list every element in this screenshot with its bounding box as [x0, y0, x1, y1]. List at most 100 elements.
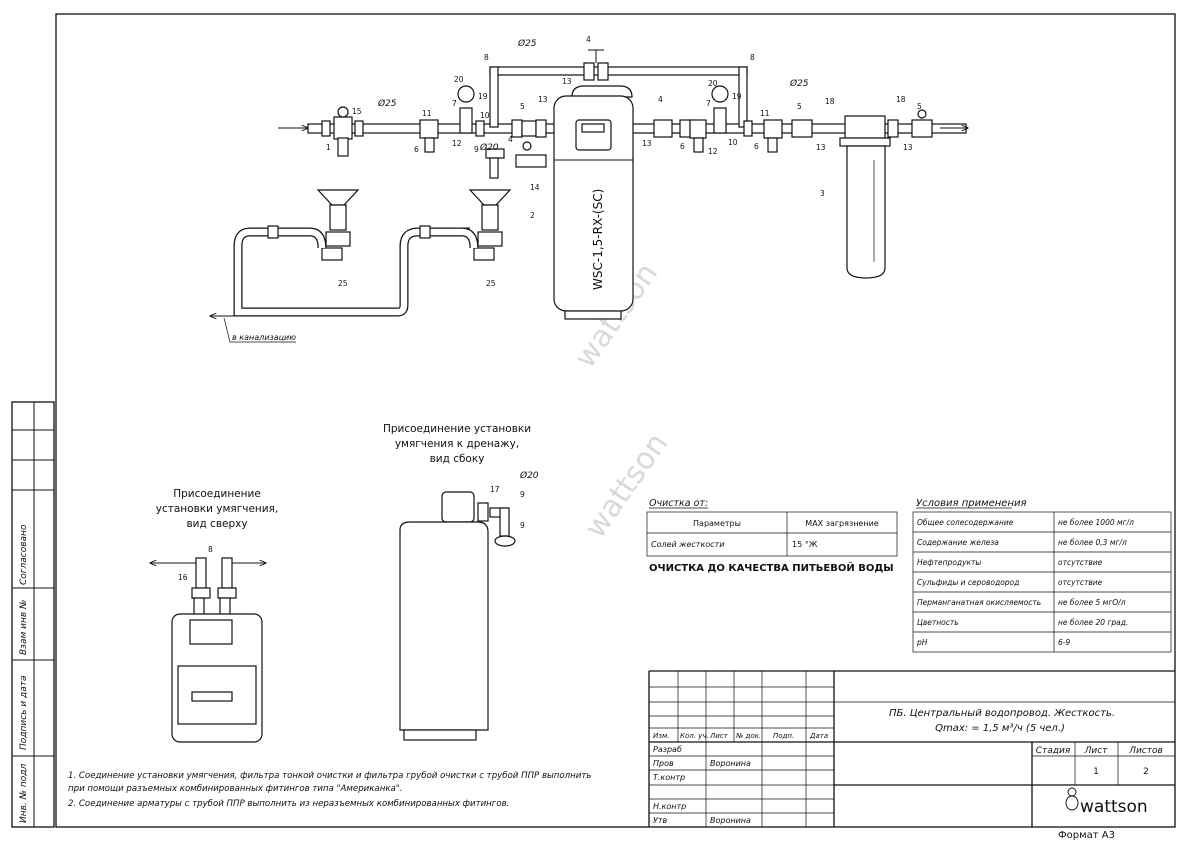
valve-group-end — [887, 109, 933, 138]
svg-text:wattson: wattson — [578, 427, 675, 545]
condition-param-3: Нефтепродукты — [917, 558, 981, 567]
side-diameter: Ø20 — [519, 470, 539, 481]
bypass-valve — [583, 62, 595, 81]
condition-param-2: Содержание железа — [917, 538, 999, 547]
stamp-signature: Подпись и дата — [19, 675, 29, 750]
callout-18: 18 — [825, 97, 835, 106]
callout-20: 20 — [454, 75, 464, 84]
callout-25: 25 — [338, 279, 348, 288]
tb-stage-label: Стадия — [1036, 746, 1071, 756]
callout-1: 1 — [326, 143, 331, 152]
callout-5: 5 — [520, 102, 525, 111]
condition-value-4: отсутствие — [1058, 578, 1103, 587]
callout-11: 11 — [422, 109, 432, 118]
side-view-title-3: вид сбоку — [430, 453, 485, 465]
conditions-table: Условия применения Общее солесодержание … — [912, 498, 1172, 653]
callout-4c: 4 — [508, 135, 513, 144]
cleaning-table: Очистка от: Параметры MAX загрязнение Со… — [646, 498, 898, 574]
condition-value-5: не более 5 мгО/л — [1058, 598, 1126, 607]
tb-format: Формат А3 — [1058, 830, 1115, 841]
condition-value-1: не более 1000 мг/л — [1058, 518, 1134, 527]
tb-sheets-value: 2 — [1143, 767, 1149, 777]
top-view-title-1: Присоединение — [173, 488, 261, 500]
tb-name-2: Воронина — [710, 759, 751, 768]
cleaning-header-param: Параметры — [693, 519, 741, 528]
side-callout-17: 17 — [490, 485, 500, 494]
tb-name-6: Воронина — [710, 816, 751, 825]
stamp-agreed: Согласовано — [19, 524, 29, 585]
callout-13c: 13 — [642, 139, 652, 148]
tb-role-3: Т.контр — [653, 773, 685, 782]
pressure-gauge-group-1 — [419, 85, 485, 153]
callout-13e: 13 — [903, 143, 913, 152]
callout-6: 6 — [414, 145, 419, 154]
diameter-label-inlet: Ø25 — [377, 98, 397, 109]
tb-sheet-value: 1 — [1093, 767, 1099, 777]
valve-group-softener — [485, 119, 547, 179]
callout-12b: 12 — [708, 147, 718, 156]
callout-7b: 7 — [706, 99, 711, 108]
callout-5b: 5 — [797, 102, 802, 111]
brand-logo-text: wattson — [1080, 797, 1148, 817]
title-block: Изм. Кол. уч. Лист № док. Подп. Дата Раз… — [648, 670, 1175, 841]
callout-14: 14 — [530, 183, 540, 192]
stamp-inventory: Инв. № подл — [19, 764, 29, 823]
tb-role-6: Утв — [653, 816, 668, 825]
drain-funnel-2 — [468, 189, 512, 261]
callout-25b: 25 — [486, 279, 496, 288]
position-callouts: 1 2 3 4 4 4 5 5 5 6 6 6 7 7 8 8 9 10 10 … — [326, 35, 922, 288]
tb-sheets-label: Листов — [1128, 746, 1163, 756]
dog-icon — [1067, 787, 1077, 797]
stamp-replaced: Взам инв № — [19, 600, 29, 655]
main-scheme: WSC-1,5-RX-(SC) — [210, 35, 968, 343]
softener-tank: WSC-1,5-RX-(SC) — [553, 85, 634, 320]
tb-header-izm: Изм. — [653, 732, 669, 740]
condition-value-2: не более 0,3 мг/л — [1058, 538, 1127, 547]
callout-8b: 8 — [750, 53, 755, 62]
condition-value-3: отсутствие — [1058, 558, 1103, 567]
callout-7: 7 — [452, 99, 457, 108]
condition-param-4: Сульфиды и сероводород — [917, 578, 1019, 587]
callout-10: 10 — [480, 111, 490, 120]
conditions-title: Условия применения — [916, 498, 1027, 509]
condition-param-5: Перманганатная окисляемость — [917, 598, 1041, 607]
tb-project-line: ПБ. Центральный водопровод. Жесткость. — [889, 708, 1115, 719]
callout-8: 8 — [484, 53, 489, 62]
condition-value-6: не более 20 град. — [1058, 618, 1128, 627]
drain-funnel-1 — [316, 189, 360, 261]
callout-15: 15 — [352, 107, 362, 116]
callout-18b: 18 — [896, 95, 906, 104]
cleaning-row-value: 15 °Ж — [792, 540, 818, 549]
callout-19: 19 — [478, 92, 488, 101]
side-callout-9b: 9 — [520, 521, 525, 530]
callout-11b: 11 — [760, 109, 770, 118]
callout-19b: 19 — [732, 92, 742, 101]
top-view: Присоединение установки умягчения, вид с… — [150, 488, 279, 743]
callout-20b: 20 — [708, 79, 718, 88]
callout-4: 4 — [586, 35, 591, 44]
cleaning-row-param: Солей жесткости — [651, 540, 724, 549]
tb-header-kol: Кол. уч. — [680, 732, 709, 740]
side-view-title-1: Присоединение установки — [383, 423, 531, 435]
tb-header-sign: Подп. — [773, 732, 794, 740]
callout-5c: 5 — [917, 102, 922, 111]
top-view-title-2: установки умягчения, — [156, 503, 279, 515]
note-line-3: 2. Соединение арматуры с трубой ППР выпо… — [68, 799, 509, 809]
valve-group-outlet — [653, 85, 813, 153]
cleaning-header-max: MAX загрязнение — [805, 519, 878, 528]
callout-3: 3 — [820, 189, 825, 198]
tb-role-2: Пров — [653, 759, 674, 768]
callout-9: 9 — [474, 145, 479, 154]
tb-flow-line: Qmax: = 1,5 м³/ч (5 чел.) — [935, 723, 1065, 734]
filter-housing — [839, 115, 891, 279]
condition-param-1: Общее солесодержание — [917, 518, 1014, 527]
side-callout-9: 9 — [520, 490, 525, 499]
condition-value-7: 6-9 — [1058, 638, 1070, 647]
condition-param-7: pH — [916, 638, 928, 647]
side-view-title-2: умягчения к дренажу, — [395, 438, 519, 450]
callout-13b: 13 — [538, 95, 548, 104]
tb-role-1: Разраб — [653, 745, 682, 754]
top-view-title-3: вид сверху — [186, 518, 247, 530]
cleaning-title: Очистка от: — [649, 498, 708, 509]
drain-label: в канализацию — [232, 333, 296, 342]
